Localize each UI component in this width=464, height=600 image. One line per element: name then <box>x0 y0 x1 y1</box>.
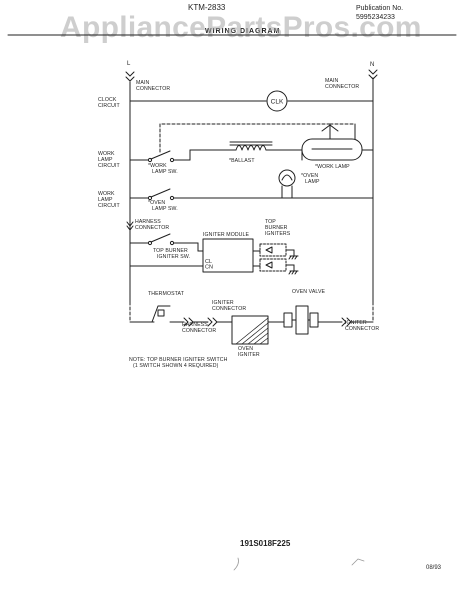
igniter-connector-1-line1: IGNITER <box>212 300 234 306</box>
main-connector-right-symbol <box>368 69 378 80</box>
ballast-label: *BALLAST <box>229 158 255 164</box>
note-line2: (1 SWITCH SHOWN 4 REQUIRED) <box>133 363 219 369</box>
work-lamp-sw-line1: *WORK <box>148 163 167 169</box>
scan-mark <box>351 558 365 566</box>
ballast-coil <box>235 145 267 151</box>
note-line1: NOTE: TOP BURNER IGNITER SWITCH <box>129 357 228 363</box>
watermark: AppliancePartsPros.com <box>60 11 422 44</box>
clock-symbol <box>266 90 288 112</box>
igniter-2-symbol <box>265 261 273 269</box>
igniter-module-label: IGNITER MODULE <box>203 232 250 238</box>
oven-lamp-line1: *OVEN <box>301 173 319 179</box>
igniter-connector-1-symbol <box>207 317 218 327</box>
igniter-1-symbol <box>265 246 273 254</box>
revision-date: 08/93 <box>426 565 442 571</box>
model-number: KTM-2833 <box>188 3 226 12</box>
n-line-label: N <box>370 62 375 68</box>
main-connector-right-line1: MAIN <box>325 78 339 84</box>
module-cl-label: CL <box>205 259 212 265</box>
oven-lamp-switch-blade <box>150 188 171 198</box>
oven-igniter-box <box>231 315 269 345</box>
oven-igniter-hatch <box>235 317 269 345</box>
top-burner-igniter-sw-line1: TOP BURNER <box>153 248 188 254</box>
harness-connector-2-line1: HARNESS <box>182 322 208 328</box>
oven-valve-coil-2 <box>309 312 319 328</box>
oven-lamp-sw-line2: LAMP SW. <box>152 206 178 212</box>
work-lamp-circuit-2-line3: CIRCUIT <box>98 203 120 209</box>
oven-igniter-line2: IGNITER <box>238 352 260 358</box>
work-lamp-label: *WORK LAMP <box>315 164 350 170</box>
ground-symbol-1 <box>288 249 299 260</box>
igniter-connector-2-line2: CONNECTOR <box>345 326 380 332</box>
harness-connector-1-symbol <box>126 221 134 231</box>
igniter-2-box <box>259 258 287 272</box>
clock-circuit-line1: CLOCK <box>98 97 117 103</box>
harness-connector-1-line2: CONNECTOR <box>135 225 170 231</box>
publication-label: Publication No. <box>356 5 404 12</box>
part-number: 191S018F225 <box>240 539 291 548</box>
clock-circuit-line2: CIRCUIT <box>98 103 120 109</box>
oven-valve-label: OVEN VALVE <box>292 289 326 295</box>
igniter-module-box <box>202 238 254 273</box>
module-cn-label: CN <box>205 265 213 271</box>
work-lamp-switch-contact-a <box>147 157 153 163</box>
oven-valve-body <box>295 305 309 335</box>
harness-connector-1-line1: HARNESS <box>135 219 161 225</box>
igniter-1-box <box>259 243 287 257</box>
ground-symbol-2 <box>288 264 299 275</box>
work-lamp-sw-line2: LAMP SW. <box>152 169 178 175</box>
oven-valve-coil-1 <box>283 312 293 328</box>
starter-dashed-link <box>159 123 331 153</box>
thermostat-label: THERMOSTAT <box>148 291 184 297</box>
work-lamp-circuit-2-line1: WORK <box>98 191 115 197</box>
top-burner-igniter-sw-line2: IGNITER SW. <box>157 254 191 260</box>
oven-lamp-line2: LAMP <box>305 179 320 185</box>
main-connector-left-line1: MAIN <box>136 80 150 86</box>
top-burner-igniters-line2: BURNER <box>265 225 288 231</box>
oven-lamp-bulb <box>278 169 296 187</box>
oven-igniter-line1: OVEN <box>238 346 254 352</box>
top-burner-igniters-line1: TOP <box>265 219 276 225</box>
top-burner-igniters-line3: IGNITERS <box>265 231 291 237</box>
work-lamp-switch-contact-b <box>169 157 175 163</box>
harness-connector-2-line2: CONNECTOR <box>182 328 217 334</box>
diagram-title: WIRING DIAGRAM <box>205 28 281 35</box>
main-connector-left-symbol <box>125 71 135 82</box>
igniter-switch-blade <box>150 233 171 243</box>
main-connector-left-line2: CONNECTOR <box>136 86 171 92</box>
igniter-connector-1-line2: CONNECTOR <box>212 306 247 312</box>
oven-lamp-sw-line1: *OVEN <box>148 200 166 206</box>
work-lamp-circuit-1-line2: LAMP <box>98 157 113 163</box>
publication-number: 5995234233 <box>356 14 395 21</box>
work-lamp-circuit-1-line3: CIRCUIT <box>98 163 120 169</box>
work-lamp-circuit-1-line1: WORK <box>98 151 115 157</box>
oven-lamp-filament <box>281 174 293 181</box>
starter-symbol <box>321 124 339 132</box>
work-lamp-circuit-2-line2: LAMP <box>98 197 113 203</box>
work-lamp-switch-blade <box>150 150 171 160</box>
main-connector-right-line2: CONNECTOR <box>325 84 360 90</box>
thermostat-symbol <box>151 305 171 323</box>
igniter-connector-2-line1: IGNITER <box>345 320 367 326</box>
clock-label: CLK <box>271 99 284 106</box>
l-line-label: L <box>127 61 131 67</box>
